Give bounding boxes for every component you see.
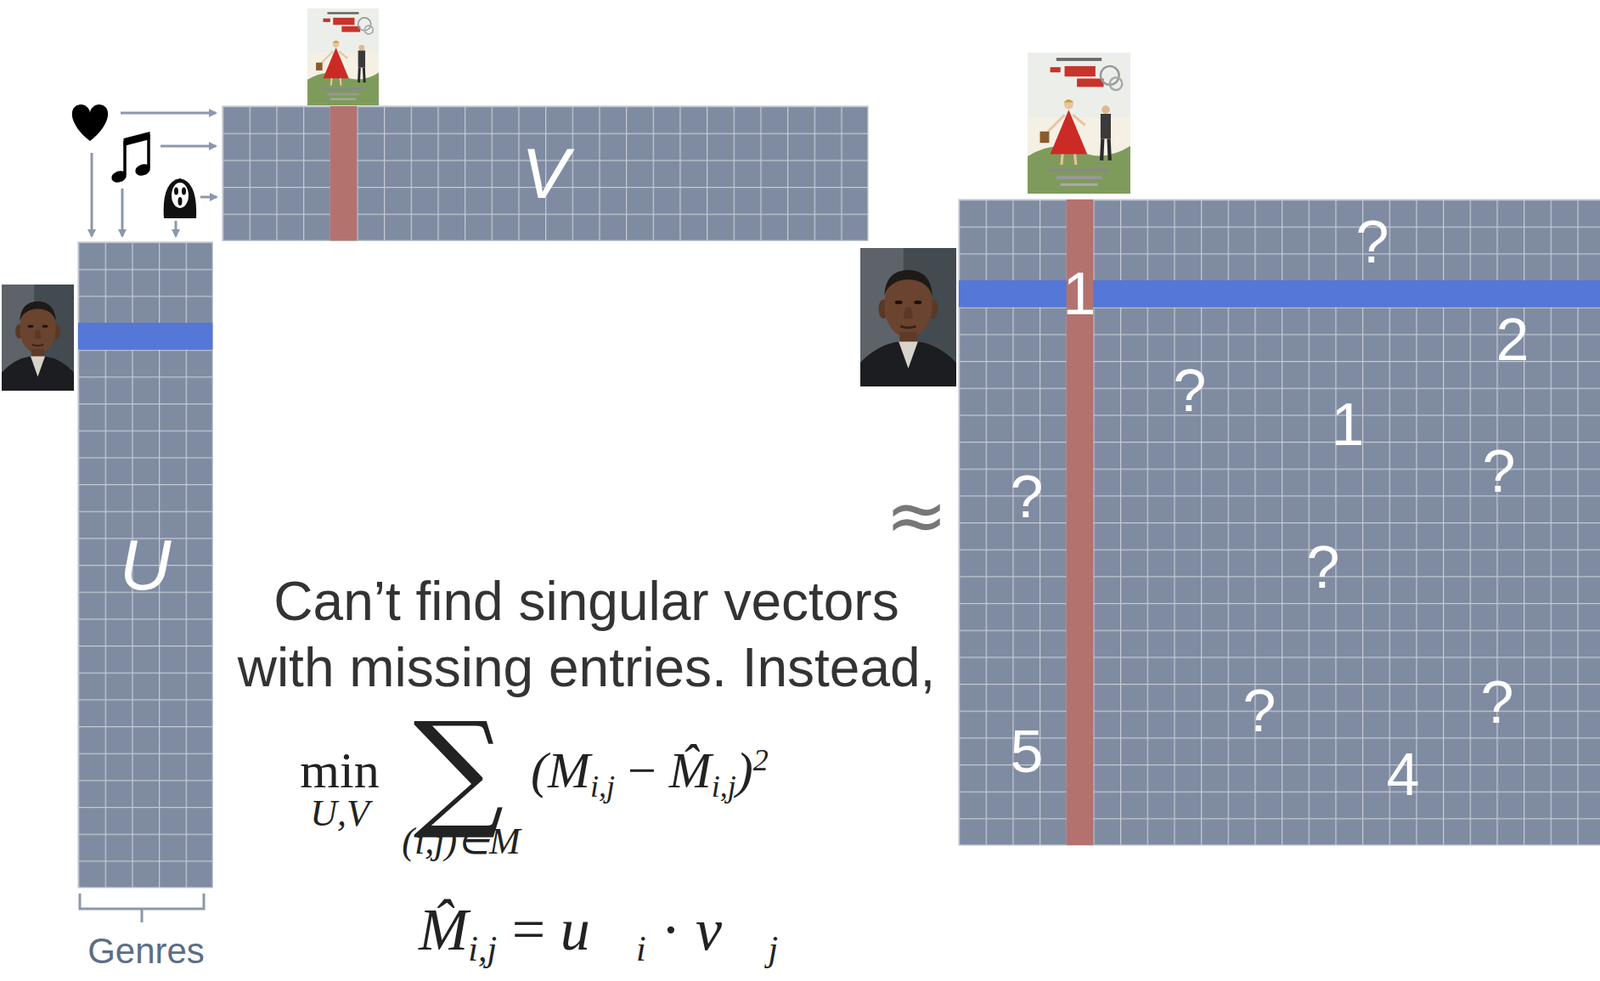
rating-value: ?	[1173, 360, 1207, 421]
ghost-mask-icon	[163, 178, 198, 219]
movie-poster	[307, 8, 379, 106]
matrix-grid	[222, 106, 868, 241]
formula-part: 2	[753, 744, 769, 776]
ghost-mask-icon	[178, 197, 183, 206]
rating-value: 4	[1386, 744, 1420, 805]
rating-value: ?	[1307, 537, 1341, 598]
formula-part: i	[636, 930, 647, 967]
axis-label: Genres	[87, 930, 205, 972]
rating-value: ?	[1356, 212, 1390, 272]
heart-icon	[72, 104, 108, 141]
genre-arrow	[91, 112, 217, 237]
formula: (Mi,j−M̂i,j)2	[530, 744, 769, 796]
formula-part: j	[768, 930, 779, 967]
rating-value: ?	[1243, 681, 1277, 741]
ghost-mask-icon	[181, 187, 186, 196]
note-text: Can’t find singular vectors with missing…	[227, 568, 946, 701]
movie-poster	[307, 8, 1131, 194]
highlight-stripe	[78, 106, 1600, 846]
rating-value: 1	[1331, 394, 1365, 455]
genre-arrow	[121, 188, 124, 237]
factor-matrix: V	[222, 106, 868, 241]
rating-value: ?	[1481, 672, 1515, 733]
user-photo	[1, 247, 957, 391]
approx-sign: ≈	[884, 478, 948, 553]
formula-part: =	[512, 900, 546, 960]
rating-matrix: ? 1 2? 1????? 5 4	[958, 199, 1600, 846]
formula-part: (i,j)∈M	[401, 822, 520, 861]
formula-part: i,j	[590, 771, 615, 802]
formula-part: u⃗	[560, 900, 637, 960]
rating-value: 5	[1010, 721, 1044, 782]
highlight-stripe	[330, 106, 358, 241]
matrix-grid	[78, 242, 213, 888]
user-photo	[1, 284, 74, 391]
ghost-mask-icon	[171, 182, 189, 209]
matrix-label: U	[119, 529, 172, 601]
highlight-stripe	[78, 322, 213, 350]
music-icon	[123, 131, 151, 147]
matrix-grid	[958, 199, 1600, 846]
formula-part: (	[530, 744, 548, 796]
factor-matrix: U	[78, 242, 213, 888]
formula-part: ·	[660, 900, 681, 960]
formula-part: −	[627, 744, 657, 796]
formula-part: i,j	[467, 930, 497, 967]
rating-value: 1	[1063, 264, 1097, 324]
formula-part: M̂	[669, 744, 712, 796]
rating-value: ?	[1010, 467, 1044, 527]
rating-value: 2	[1496, 309, 1530, 370]
user-photo	[860, 247, 957, 387]
movie-poster	[1027, 52, 1131, 194]
matrix-label: V	[521, 137, 570, 209]
formula-part: U,V	[309, 794, 370, 833]
rating-value: ?	[1482, 441, 1516, 502]
genre-bracket	[79, 893, 204, 923]
formula-part: v⃗	[695, 900, 769, 960]
genre-arrow	[200, 196, 217, 199]
formula-part: i,j	[711, 771, 737, 802]
music-icon	[109, 131, 152, 185]
formula: M̂i,j=u⃗i·v⃗j	[418, 900, 778, 960]
formula-part: M̂	[418, 900, 468, 960]
genre-arrow	[174, 220, 178, 237]
genre-arrow	[120, 112, 216, 115]
formula-part: min	[299, 744, 379, 796]
genre-arrow	[160, 145, 216, 148]
formula-part: )	[736, 744, 754, 796]
ghost-mask-icon	[174, 187, 179, 196]
formula-part: ∑	[412, 704, 504, 833]
matrix-grid	[78, 106, 1600, 888]
highlight-stripe	[958, 280, 1600, 308]
genre-arrow	[90, 152, 94, 237]
ghost-mask-icon	[163, 178, 198, 219]
heart-icon	[72, 104, 108, 141]
genre-bracket	[79, 893, 204, 923]
formula-part: M	[547, 744, 591, 796]
